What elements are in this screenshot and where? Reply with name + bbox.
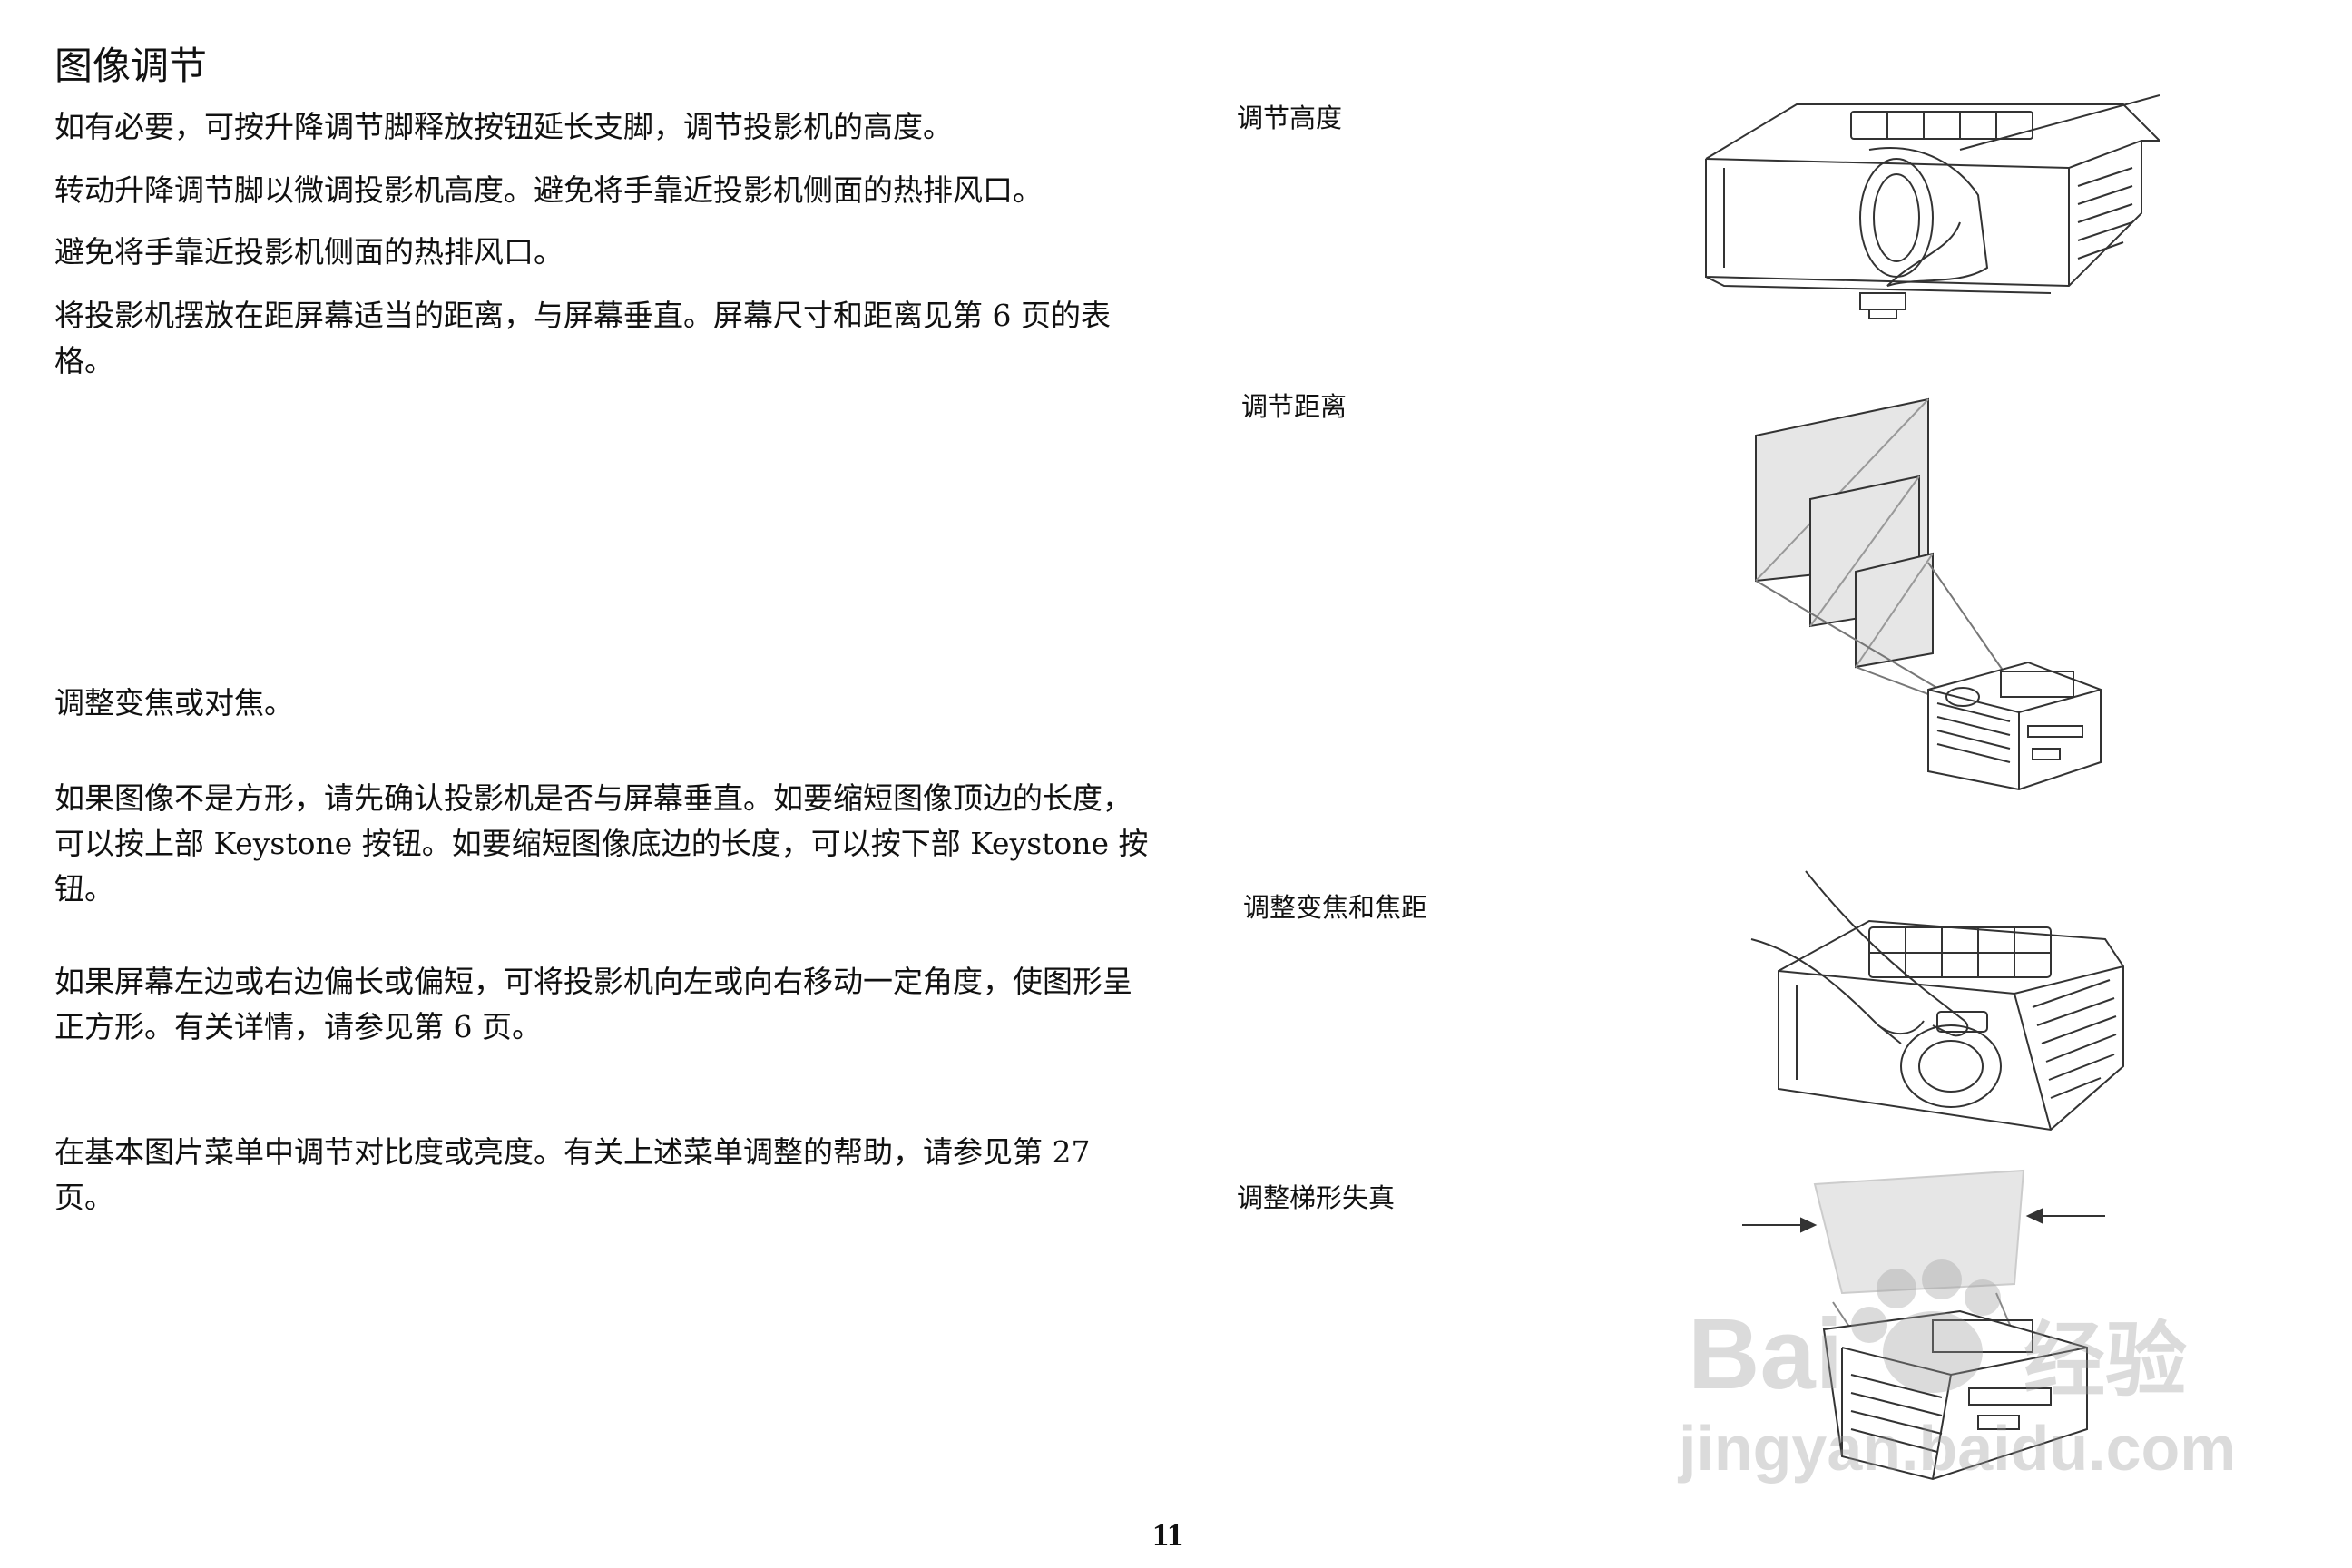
paragraph-fine-adjust: 转动升降调节脚以微调投影机高度。避免将手靠近投影机侧面的热排风口。 bbox=[54, 172, 1043, 208]
paragraph-zoom-focus: 调整变焦或对焦。 bbox=[54, 685, 294, 720]
paragraph-keystone: 如果图像不是方形，请先确认投影机是否与屏幕垂直。如要缩短图像顶边的长度，可以按上… bbox=[54, 780, 1149, 906]
paragraph-angle-adjust: 如果屏幕左边或右边偏长或偏短，可将投影机向左或向右移动一定角度，使图形呈正方形。… bbox=[54, 964, 1132, 1044]
page-number: 11 bbox=[1152, 1516, 1184, 1553]
caption-keystone: 调整梯形失真 bbox=[1237, 1182, 1396, 1213]
projector-screen-distance-illustration bbox=[1755, 397, 2102, 791]
projector-height-adjust-illustration bbox=[1705, 94, 2160, 319]
caption-adjust-height: 调节高度 bbox=[1237, 103, 1343, 133]
projector-keystone-illustration bbox=[1742, 1169, 2105, 1481]
baidu-watermark: Bai 经验 jingyan.baidu.com bbox=[1677, 1259, 2232, 1484]
caption-zoom-focus: 调整变焦和焦距 bbox=[1243, 892, 1428, 923]
paragraph-contrast-brightness: 在基本图片菜单中调节对比度或亮度。有关上述菜单调整的帮助，请参见第 27 页。 bbox=[54, 1134, 1091, 1215]
page-title: 图像调节 bbox=[54, 44, 208, 88]
watermark-brand-cn: 经验 bbox=[2024, 1313, 2187, 1408]
watermark-url: jingyan.baidu.com bbox=[1677, 1413, 2232, 1484]
caption-adjust-distance: 调节距离 bbox=[1241, 391, 1348, 422]
paragraph-screen-distance: 将投影机摆放在距屏幕适当的距离，与屏幕垂直。屏幕尺寸和距离见第 6 页的表格。 bbox=[54, 298, 1111, 378]
watermark-brand: Bai bbox=[1688, 1298, 1843, 1410]
paragraph-height-release: 如有必要，可按升降调节脚释放按钮延长支脚，调节投影机的高度。 bbox=[54, 109, 953, 144]
paragraph-heat-warning: 避免将手靠近投影机侧面的热排风口。 bbox=[54, 234, 564, 270]
projector-zoom-focus-illustration bbox=[1750, 870, 2124, 1132]
